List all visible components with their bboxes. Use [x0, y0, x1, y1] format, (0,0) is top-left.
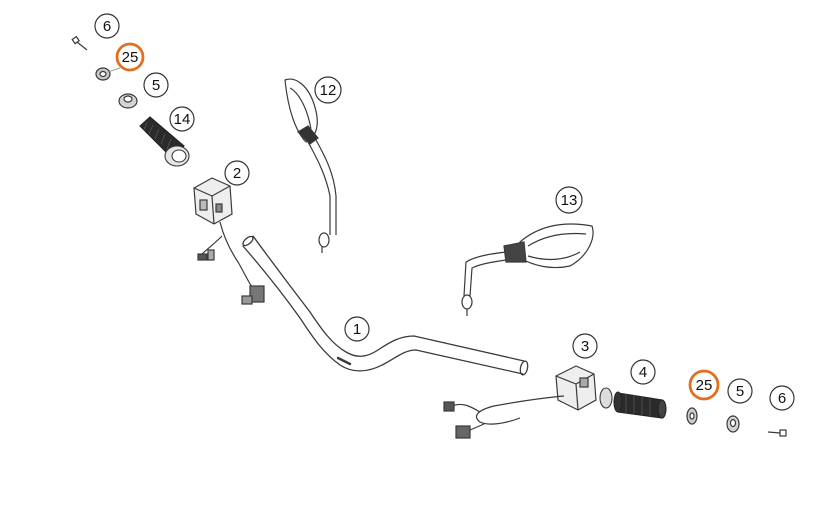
callout-13: 13 [555, 186, 583, 214]
left-weight-part [118, 93, 138, 109]
callout-label: 2 [233, 165, 241, 182]
callout-label: 14 [174, 111, 191, 128]
callout-label: 25 [696, 377, 713, 394]
callout-label: 4 [639, 364, 647, 381]
callout-label: 1 [353, 321, 361, 338]
left-grip-part [139, 116, 190, 167]
callout-label: 5 [736, 383, 744, 400]
callout-label: 6 [103, 18, 111, 35]
leader-lines [107, 67, 121, 73]
callout-label: 12 [320, 82, 337, 99]
callout-5-left: 5 [143, 72, 169, 98]
left-bolt-part [71, 35, 88, 51]
callout-25-right: 25 [688, 369, 720, 401]
callout-label: 25 [122, 49, 139, 66]
right-spacer-part [686, 407, 698, 425]
right-switch-part [443, 365, 597, 439]
callout-4: 4 [630, 359, 656, 385]
callout-25-left: 25 [115, 42, 145, 72]
callout-6-left: 6 [94, 13, 120, 39]
left-mirror-part [284, 78, 337, 253]
handlebar-part [242, 235, 529, 376]
right-mirror-part [461, 223, 594, 316]
callout-14: 14 [169, 106, 195, 132]
callout-label: 6 [778, 390, 786, 407]
right-grip-part [599, 387, 667, 419]
left-spacer-part [95, 67, 111, 81]
right-bolt-part [767, 429, 787, 437]
callout-5-right: 5 [727, 378, 753, 404]
callout-2: 2 [224, 160, 250, 186]
callout-6-right: 6 [769, 385, 795, 411]
callout-3: 3 [572, 333, 598, 359]
left-switch-part [193, 177, 265, 305]
callout-label: 13 [561, 192, 578, 209]
callout-label: 3 [581, 338, 589, 355]
right-weight-part [726, 415, 740, 433]
callout-label: 5 [152, 77, 160, 94]
callout-1: 1 [344, 316, 370, 342]
callout-12: 12 [314, 76, 342, 104]
